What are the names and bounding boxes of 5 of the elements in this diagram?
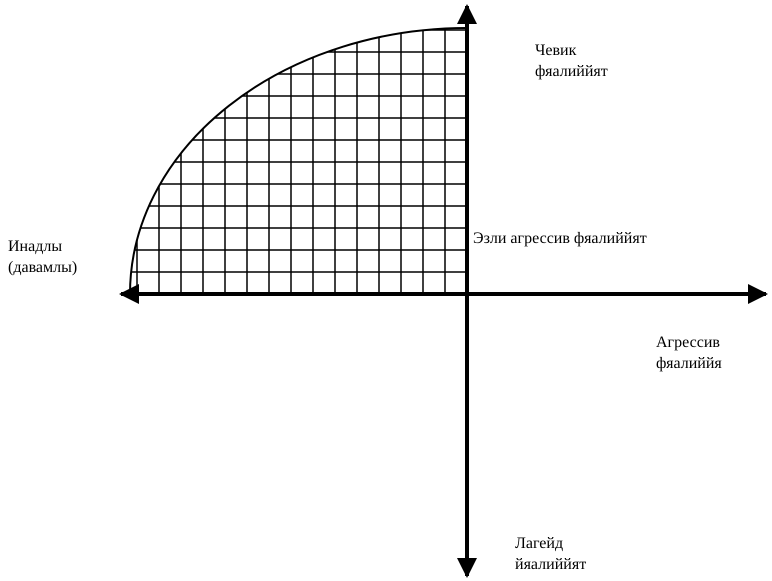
axis-label: Чевик фяалиййят [535,41,609,82]
axis-label: Инадлы (давамлы) [8,237,78,278]
axis-label: Лагейд йяалиййят [515,534,588,575]
quadrant-label: Эзли агрессив фяалиййят [473,229,648,249]
axis-label: Агрессив фяалиййя [656,333,723,374]
